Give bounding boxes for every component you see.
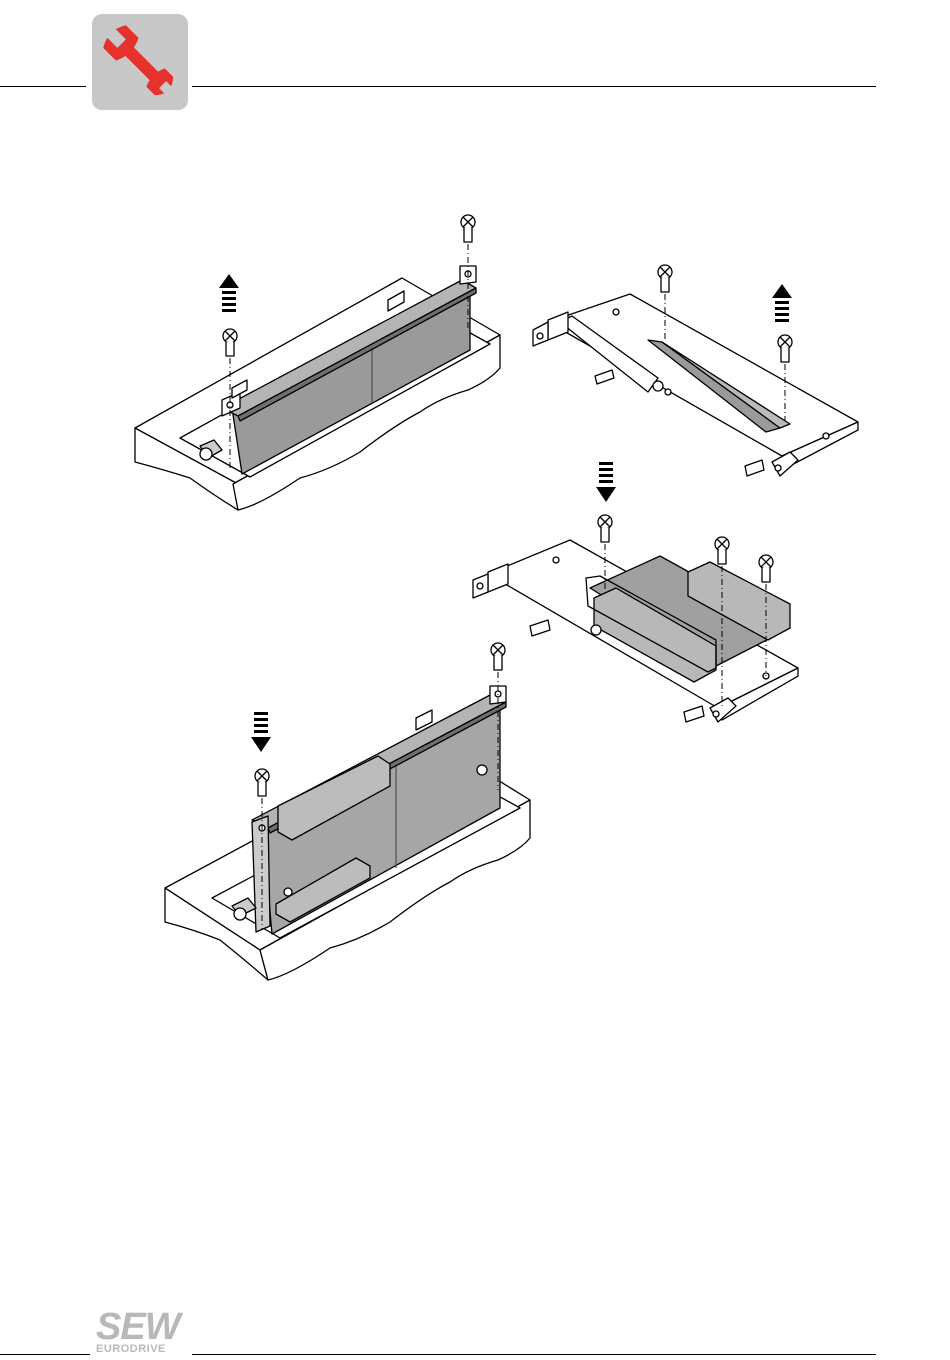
arrow-down-icon xyxy=(251,712,271,752)
step-3-insert-board xyxy=(473,462,798,722)
arrow-up-icon xyxy=(772,284,792,322)
footer-rule-left xyxy=(0,1354,90,1355)
footer-rule-right xyxy=(192,1354,876,1355)
screw-icon xyxy=(715,537,729,564)
screw-icon xyxy=(658,265,672,292)
logo-main-text: SEW xyxy=(96,1310,180,1344)
screw-icon xyxy=(598,515,612,542)
arrow-up-icon xyxy=(219,274,239,312)
screw-icon xyxy=(759,555,773,582)
step-2-remove-plate xyxy=(533,265,858,476)
logo-sub-text: EURODRIVE xyxy=(96,1343,166,1355)
arrow-down-icon xyxy=(596,462,616,502)
sew-eurodrive-logo: SEW EURODRIVE xyxy=(96,1310,196,1358)
screw-icon xyxy=(223,329,237,356)
screw-icon xyxy=(491,643,505,670)
step-1-remove-cover xyxy=(135,215,500,510)
step-4-insert-assembly xyxy=(165,643,530,980)
screw-icon xyxy=(778,335,792,362)
screw-icon xyxy=(255,769,269,796)
screw-icon xyxy=(461,215,475,242)
